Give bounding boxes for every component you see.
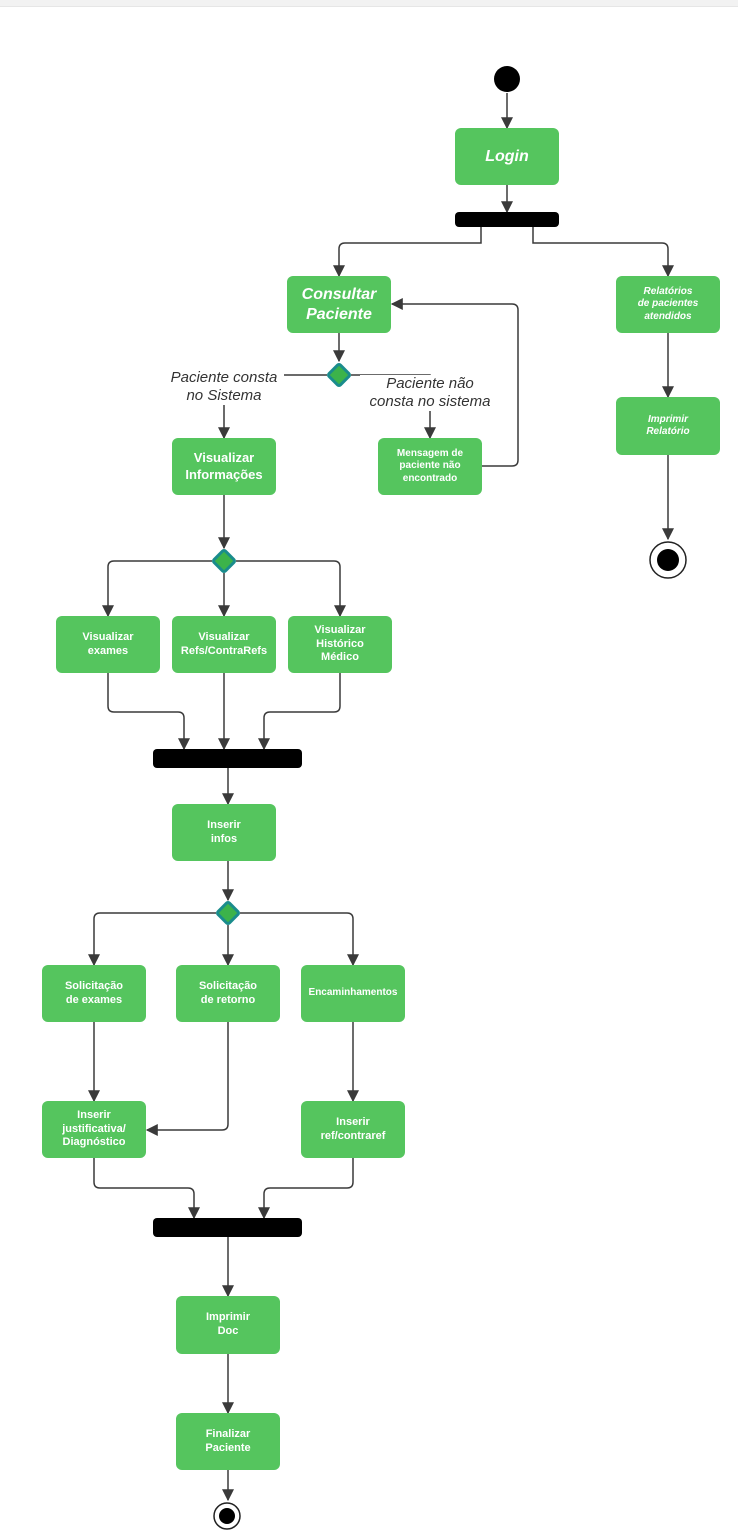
decision-paciente [327,363,351,387]
node-mensagem-nao-encontrado: Mensagem de paciente não encontrado [378,438,482,495]
fork-bar-login [455,212,559,227]
node-solicitacao-exames: Solicitação de exames [42,965,146,1022]
node-visualizar-informacoes: Visualizar Informações [172,438,276,495]
window-top-strip [0,0,738,7]
node-solicitacao-retorno: Solicitação de retorno [176,965,280,1022]
edge-justificativa-join [93,1158,200,1220]
guard-paciente-consta: Paciente consta no Sistema [164,369,284,405]
node-inserir-ref: Inserir ref/contraref [301,1101,405,1158]
end-node-relatorio [649,541,687,579]
join-bar-visualizacoes [153,749,302,768]
node-inserir-justificativa: Inserir justificativa/ Diagnóstico [42,1101,146,1158]
node-visualizar-exames: Visualizar exames [56,616,160,673]
node-login: Login [455,128,559,185]
node-relatorios: Relatórios de pacientes atendidos [616,276,720,333]
edge-fork-relatorios [532,227,674,278]
node-visualizar-historico: Visualizar Histórico Médico [288,616,392,673]
edge-historico-join [258,673,341,751]
node-finalizar-paciente: Finalizar Paciente [176,1413,280,1470]
edge-decision2-historico [236,560,346,618]
edge-solretorno-justificativa [145,1022,229,1136]
node-consultar-paciente: Consultar Paciente [287,276,391,333]
edge-ref-join [258,1158,354,1220]
guard-paciente-nao-consta: Paciente não consta no sistema [360,375,500,411]
edge-mensagem-consultar [390,298,519,467]
edge-exames-join [107,673,190,751]
node-imprimir-relatorio: Imprimir Relatório [616,397,720,455]
end-node-final [213,1502,241,1530]
edge-decision3-encaminhamentos [240,912,359,967]
node-encaminhamentos: Encaminhamentos [301,965,405,1022]
start-node [494,66,520,92]
node-inserir-infos: Inserir infos [172,804,276,861]
decision-visualizacao [212,549,236,573]
join-bar-solicitacoes [153,1218,302,1237]
edge-decision3-solexames [88,912,216,967]
node-imprimir-doc: Imprimir Doc [176,1296,280,1354]
edge-decision2-exames [102,560,212,618]
edge-fork-consultar [333,227,482,278]
node-visualizar-refs: Visualizar Refs/ContraRefs [172,616,276,673]
decision-solicitacao [216,901,240,925]
